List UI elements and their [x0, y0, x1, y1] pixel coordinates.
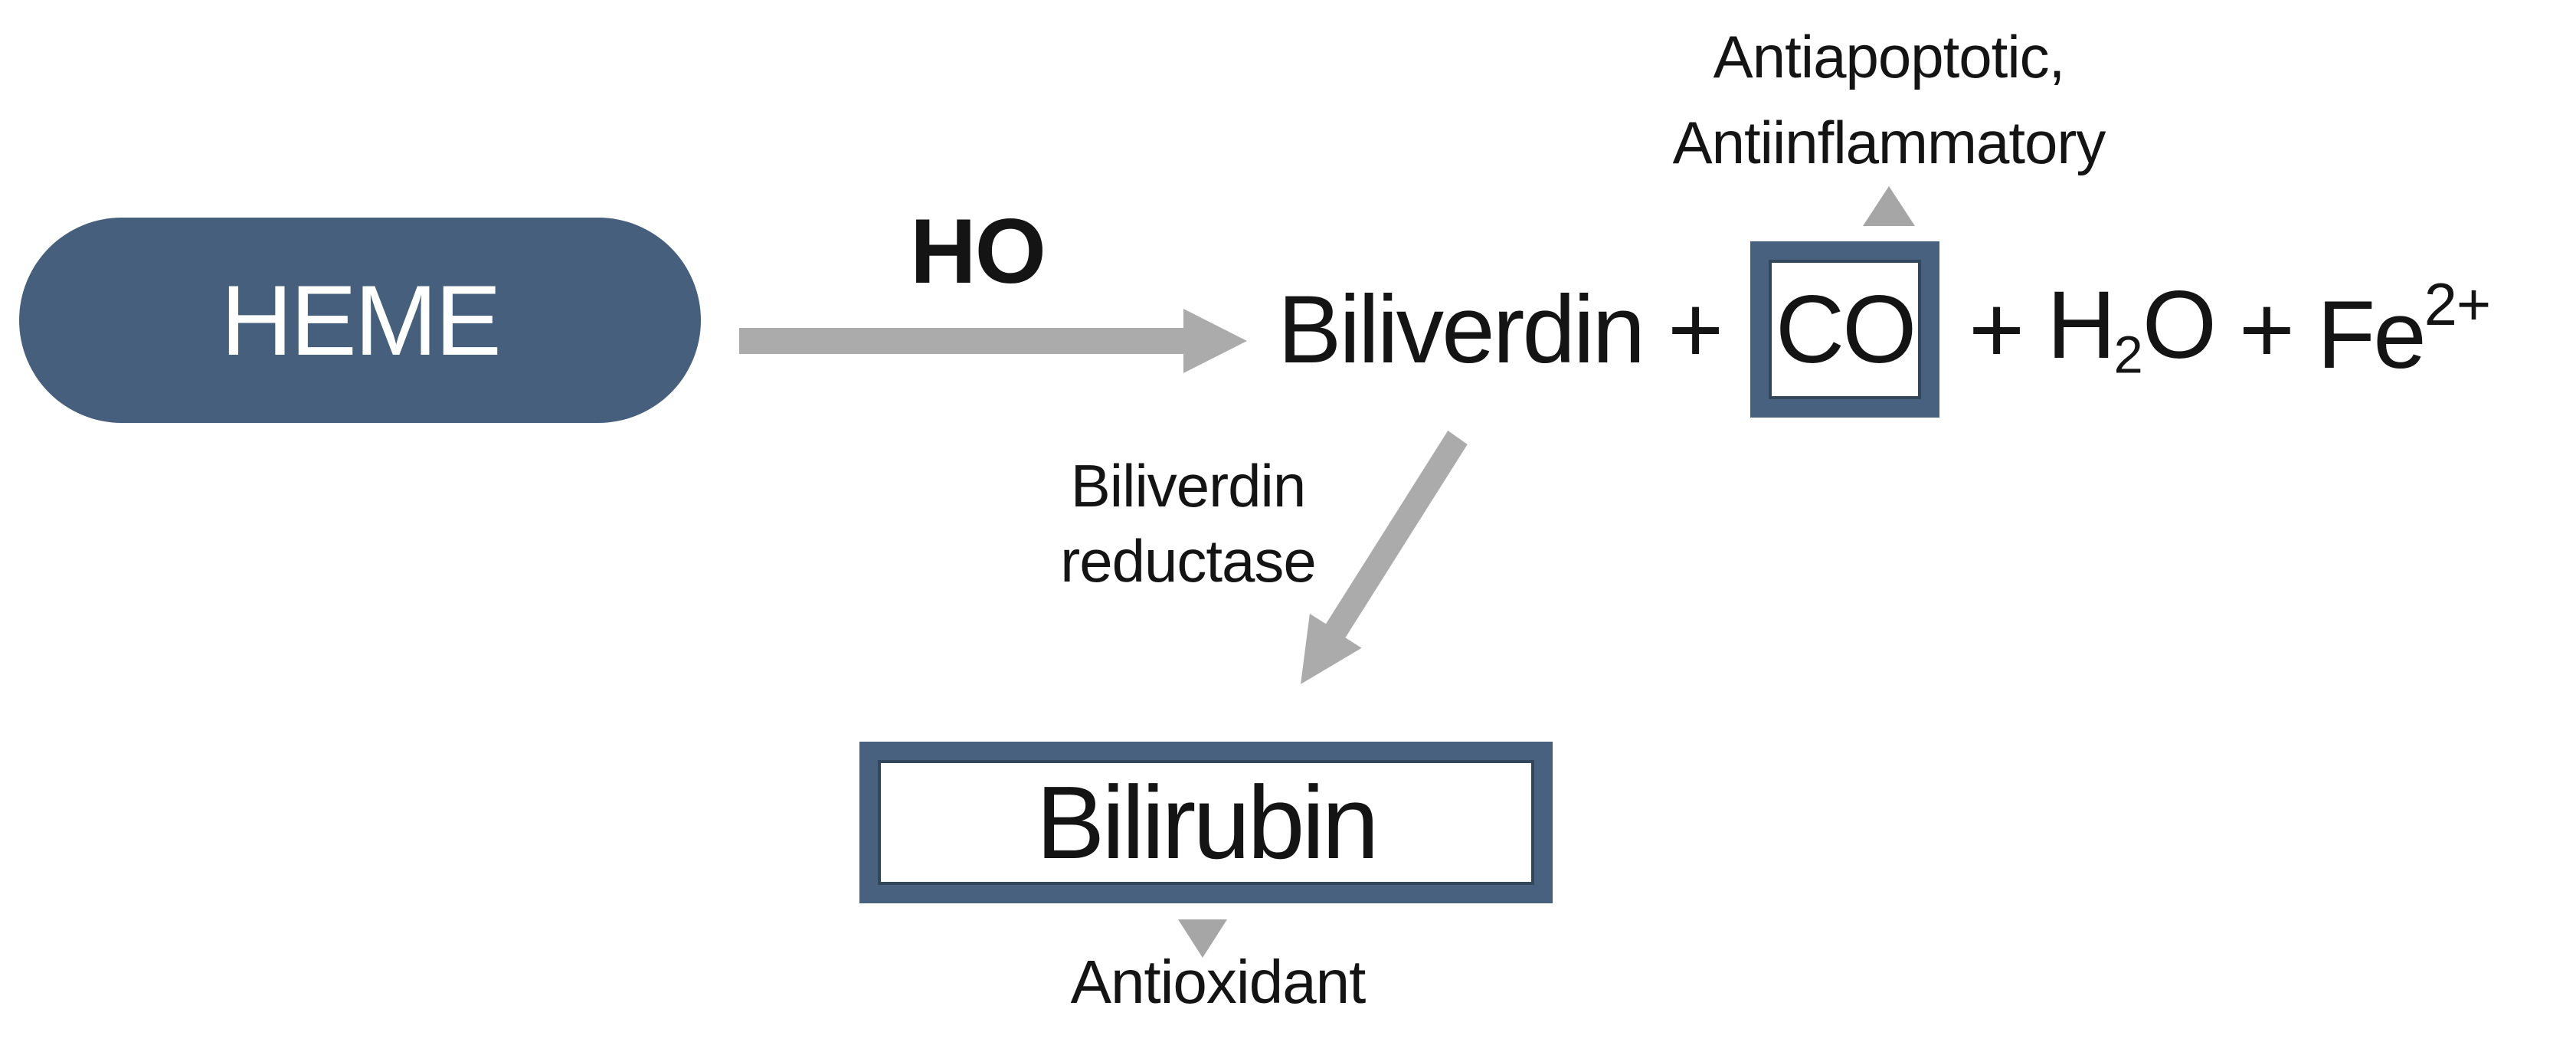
h2o-subscript: 2	[2113, 325, 2142, 385]
up-triangle-icon	[1863, 186, 1915, 226]
reaction-equation: Biliverdin + CO + H2O + Fe2+	[1278, 241, 2491, 418]
heme-node-label: HEME	[221, 264, 502, 376]
reductase-label-line2: reductase	[1060, 527, 1317, 595]
fe-term: Fe2+	[2317, 275, 2491, 383]
down-triangle-icon	[1178, 919, 1227, 958]
fe-superscript: 2+	[2424, 272, 2491, 339]
h2o-after: O	[2142, 272, 2217, 378]
right-arrow-icon	[739, 309, 1247, 373]
co-box-label: CO	[1775, 276, 1916, 383]
bilirubin-node: Bilirubin	[859, 742, 1553, 903]
co-annotation-line2: Antiinflammatory	[1672, 109, 2106, 176]
down-left-arrow-icon	[1301, 431, 1468, 684]
plus-sign: +	[1668, 276, 1723, 383]
plus-sign: +	[2238, 276, 2295, 383]
biliverdin-text: Biliverdin	[1278, 276, 1645, 383]
co-annotation-line1: Antiapoptotic,	[1713, 23, 2066, 90]
h2o-term: H2O	[2047, 277, 2217, 385]
bilirubin-node-label: Bilirubin	[1036, 765, 1379, 880]
ho-enzyme-label: HO	[910, 200, 1046, 303]
reductase-label-line1: Biliverdin	[1070, 452, 1306, 519]
fe-base: Fe	[2316, 281, 2427, 388]
co-box: CO	[1750, 241, 1940, 418]
reductase-label: Biliverdin reductase	[997, 448, 1380, 598]
co-annotation: Antiapoptotic, Antiinflammatory	[1583, 14, 2195, 185]
h2o-base: H	[2047, 272, 2116, 378]
antioxidant-label: Antioxidant	[1070, 948, 1367, 1016]
plus-sign: +	[1969, 276, 2024, 383]
heme-node: HEME	[19, 218, 701, 423]
